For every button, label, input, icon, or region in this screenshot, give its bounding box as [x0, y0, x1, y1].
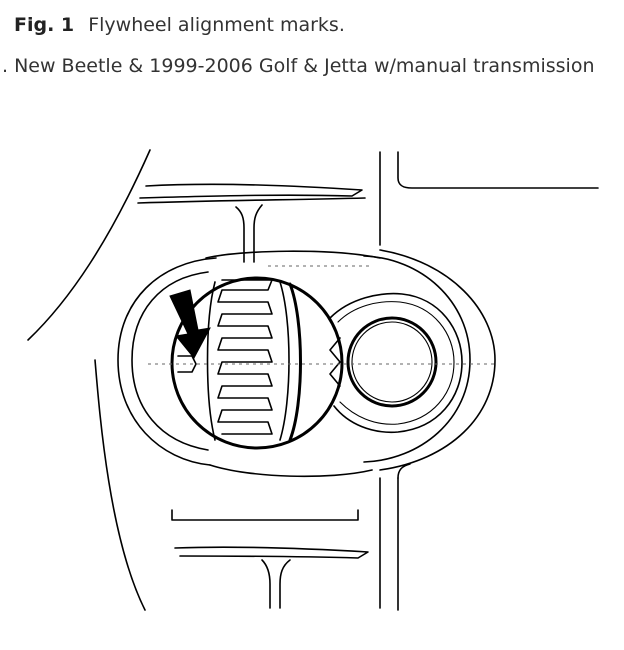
bearing-notch	[329, 337, 341, 387]
inspection-window	[170, 276, 344, 450]
right-lower-rail-2	[397, 463, 411, 479]
housing-outline-bottom	[209, 464, 373, 478]
bearing-bore-inner	[351, 321, 433, 403]
housing-outline-right-outer	[379, 249, 496, 471]
figure-heading: Fig. 1 Flywheel alignment marks.	[14, 14, 345, 36]
flywheel-ring-edge	[288, 282, 302, 442]
bearing-bore	[346, 316, 438, 408]
casing-outer-curve	[27, 149, 151, 341]
upper-rib	[139, 183, 363, 199]
figure-label: Fig. 1	[14, 14, 75, 36]
housing-outline	[117, 255, 471, 466]
bearing-housing-inner	[337, 301, 455, 425]
flywheel-ring-left	[206, 281, 216, 441]
center-stem	[235, 206, 245, 263]
flywheel-diagram	[0, 130, 624, 650]
bearing-housing	[329, 292, 463, 434]
right-top-bracket-2	[397, 151, 599, 189]
figure-subtitle: . New Beetle & 1999-2006 Golf & Jetta w/…	[2, 55, 595, 77]
down-arrow-icon	[169, 289, 211, 359]
lower-stem-right	[279, 559, 291, 609]
figure-title: Flywheel alignment marks.	[88, 14, 345, 36]
lower-bracket	[171, 509, 359, 521]
upper-rib-lower	[137, 197, 366, 204]
housing-outline-top	[205, 250, 381, 259]
flywheel-teeth	[217, 279, 273, 435]
center-stem-right	[253, 204, 263, 263]
lower-rib	[174, 546, 369, 559]
flywheel-ring-right	[279, 281, 290, 441]
lower-stem-left	[261, 559, 271, 609]
housing-outline-inner-left	[131, 271, 209, 451]
casing-lower-curve	[94, 359, 146, 611]
flywheel-illustration	[27, 149, 599, 611]
timing-notch	[177, 355, 197, 373]
